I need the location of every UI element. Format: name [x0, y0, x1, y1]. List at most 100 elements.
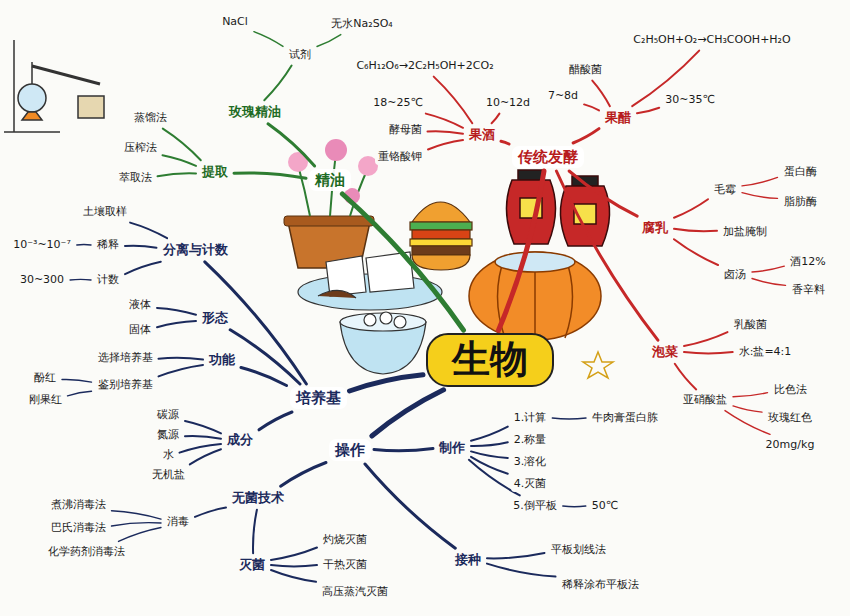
topic-text: 灭菌 [239, 557, 265, 573]
branch-line [563, 505, 586, 507]
topic-text: 煮沸消毒法 [51, 498, 106, 511]
branch-topic: 传统发酵 [512, 146, 584, 168]
star-doodle [583, 352, 613, 378]
branch-line [271, 570, 316, 582]
branch-line [434, 77, 473, 124]
topic-text: 毛霉 [714, 183, 736, 196]
branch-line [62, 379, 92, 382]
branch-line [259, 412, 292, 430]
distillation-apparatus [4, 40, 104, 132]
topic-text: 酚红 [34, 371, 56, 384]
leaf-topic: 香辛料 [789, 282, 828, 297]
branch-topic: 培养基 [290, 387, 347, 409]
leaf-topic: 压榨法 [121, 140, 160, 155]
branch-line [501, 141, 509, 144]
leaf-topic: 加盐腌制 [720, 224, 770, 239]
sub-topic: 形态 [199, 309, 231, 327]
leaf-topic: 蛋白酶 [781, 164, 820, 179]
branch-line [592, 81, 610, 107]
topic-text: 泡菜 [652, 344, 678, 360]
topic-text: 果酒 [469, 127, 495, 143]
topic-text: 脂肪酶 [784, 195, 817, 208]
branch-line [675, 364, 696, 390]
topic-text: 1.计算 [514, 411, 547, 424]
branch-line [471, 427, 508, 441]
branch-line [499, 171, 545, 330]
topic-text: 水:盐=4:1 [739, 345, 792, 358]
branch-line [487, 553, 545, 558]
branch-line [733, 406, 762, 412]
leaf-topic: 固体 [126, 322, 154, 337]
topic-text: 玫瑰红色 [768, 411, 812, 424]
sub-topic: 功能 [206, 351, 238, 369]
leaf-topic: 重铬酸钾 [375, 149, 425, 164]
bowl [340, 312, 426, 374]
topic-text: C₆H₁₂O₆→2C₂H₅OH+2CO₂ [356, 59, 493, 72]
branch-line [342, 194, 463, 330]
branch-line [234, 173, 306, 178]
branch-line [159, 365, 204, 377]
topic-text: 选择培养基 [98, 351, 153, 364]
leaf-topic: 20mg/kg [763, 437, 818, 452]
topic-text: 高压蒸汽灭菌 [322, 585, 388, 598]
leaf-topic: 选择培养基 [95, 350, 156, 365]
branch-line [241, 368, 287, 386]
topic-text: 卤汤 [724, 268, 746, 281]
leaf-topic: C₆H₁₂O₆→2C₂H₅OH+2CO₂ [353, 58, 496, 73]
leaf-topic: 4.灭菌 [511, 476, 550, 491]
leaf-topic: 试剂 [286, 47, 314, 62]
topic-text: 5.倒平板 [513, 499, 557, 512]
branch-line [742, 177, 778, 186]
branch-line [254, 32, 283, 47]
leaf-topic: 平板划线法 [548, 542, 609, 557]
leaf-topic: 酒12% [787, 254, 828, 269]
leaf-topic: 酵母菌 [386, 122, 425, 137]
leaf-topic: 高压蒸汽灭菌 [319, 584, 391, 599]
branch-line [163, 129, 201, 161]
leaf-topic: 蒸馏法 [131, 110, 170, 125]
branch-line [637, 108, 659, 114]
topic-text: 消毒 [167, 515, 189, 528]
leaf-topic: 水 [160, 447, 177, 462]
topic-text: 化学药剂消毒法 [48, 545, 125, 558]
branch-line [264, 66, 291, 101]
branch-line [317, 35, 341, 47]
branch-line [119, 528, 162, 542]
branch-line [253, 510, 257, 553]
leaf-topic: 2.称量 [511, 432, 550, 447]
leaf-topic: 干热灭菌 [320, 557, 370, 572]
topic-text: 培养基 [296, 389, 341, 407]
leaf-topic: NaCl [219, 14, 251, 29]
branch-line [725, 411, 770, 435]
topic-text: 30~300 [20, 273, 64, 286]
topic-text: 蒸馏法 [134, 111, 167, 124]
topic-text: 稀释 [97, 238, 119, 251]
topic-text: 腐乳 [642, 220, 668, 236]
branch-line [159, 358, 204, 360]
branch-line [552, 418, 586, 419]
topic-text: 酵母菌 [389, 123, 422, 136]
topic-text: 酒12% [790, 255, 825, 268]
topic-text: 重铬酸钾 [378, 150, 422, 163]
topic-text: 无水Na₂SO₄ [331, 17, 392, 30]
leaf-topic: 醋酸菌 [566, 62, 605, 77]
leaf-topic: 卤汤 [721, 267, 749, 282]
leaf-topic: 萃取法 [116, 170, 155, 185]
branch-line [684, 332, 728, 346]
branch-line [684, 352, 733, 353]
topic-text: 接种 [455, 552, 481, 568]
branch-line [372, 390, 444, 436]
flower-pot [284, 139, 378, 268]
branch-line [556, 171, 658, 340]
branch-line [428, 131, 464, 134]
leaf-topic: 10⁻³~10⁻⁷ [10, 237, 74, 252]
branch-line [185, 436, 221, 439]
branch-line [125, 262, 161, 274]
topic-text: 18~25℃ [373, 96, 423, 109]
sub-topic: 灭菌 [236, 556, 268, 574]
sub-topic: 果醋 [602, 109, 634, 127]
branch-line [674, 229, 717, 231]
leaf-topic: 土壤取样 [80, 204, 130, 219]
branch-line [157, 321, 196, 327]
